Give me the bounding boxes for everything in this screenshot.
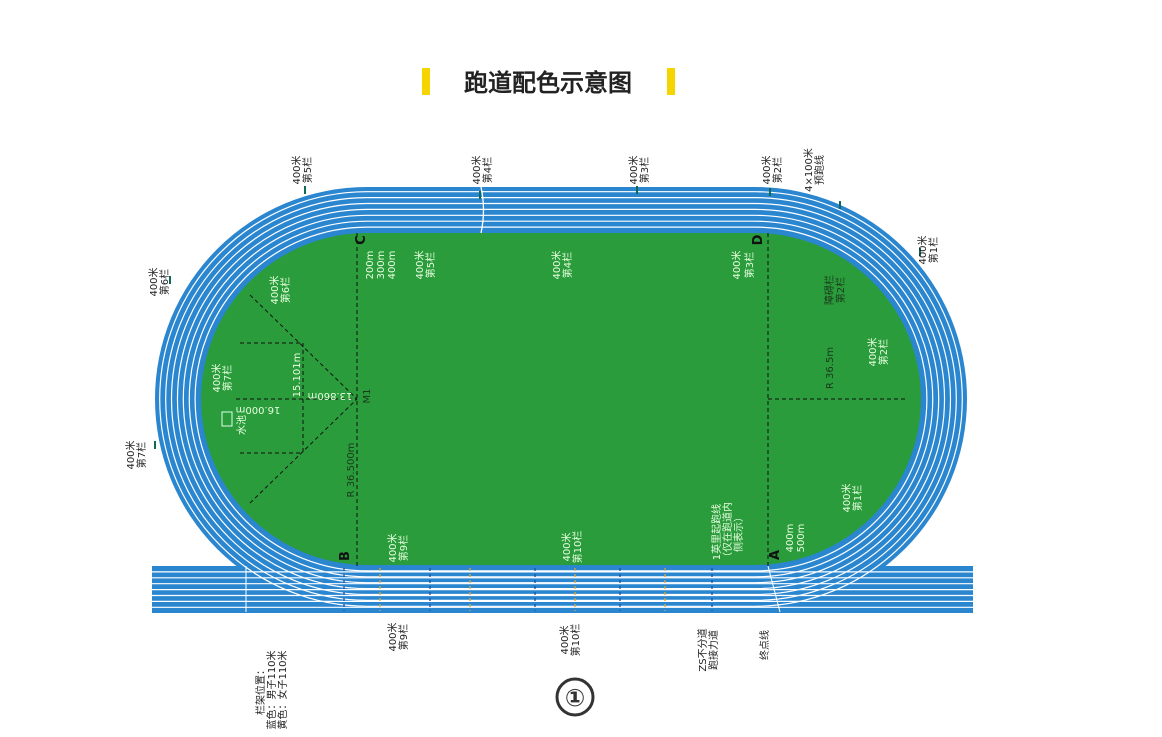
radius-label: R 36.5m	[825, 347, 836, 389]
lane-line	[170, 202, 952, 596]
distance-label: 500m	[796, 524, 807, 553]
top-label: 4×100米	[802, 148, 815, 192]
top-label: 第4栏	[481, 157, 494, 183]
figure-number-circle	[555, 677, 595, 717]
bottom-straight-lines	[152, 565, 973, 613]
field-label: 第7栏	[221, 365, 234, 391]
field-label: 400米	[210, 363, 223, 392]
top-label: 第2栏	[771, 157, 784, 183]
lane-line	[165, 197, 957, 601]
construction-lines	[236, 233, 905, 566]
title-bar-right	[667, 68, 675, 95]
dimension-label: 13.860m	[308, 390, 353, 401]
field-label: 第6栏	[279, 277, 292, 303]
field-label: 第5栏	[424, 252, 437, 278]
hurdle-legend: 栏架位置：	[254, 665, 267, 715]
top-label: 400米	[760, 155, 773, 184]
field-label: 第1栏	[851, 485, 864, 511]
lane-line	[182, 214, 940, 584]
field-label: 400米	[866, 337, 879, 366]
point-d: D	[751, 234, 766, 245]
lane-line	[159, 191, 963, 607]
bottom-label: 400米	[386, 622, 399, 651]
distance-label: 400m	[387, 251, 398, 280]
bottom-label: 400米	[558, 625, 571, 654]
pool-icon	[221, 411, 233, 427]
point-c: C	[354, 235, 369, 245]
point-a: A	[768, 550, 783, 560]
top-label: 400米	[290, 155, 303, 184]
side-label: 第7栏	[135, 442, 148, 468]
dimension-label: 15.101m	[292, 353, 303, 398]
mile-start-label: 侧表示）	[732, 512, 745, 552]
page-title: 跑道配色示意图	[464, 69, 632, 97]
bottom-label: 跑接力道	[707, 630, 720, 670]
relay-line	[480, 186, 485, 234]
track-lanes	[155, 187, 967, 611]
distance-label: 200m	[365, 251, 376, 280]
field-label: 障碍栏	[823, 275, 836, 305]
pool-label: 水池	[235, 415, 248, 435]
field-label: 400米	[730, 250, 743, 279]
mile-start-label: 1英里起跑线	[710, 504, 723, 560]
field-label: 第2栏	[877, 339, 890, 365]
top-label: 400米	[470, 155, 483, 184]
field-label: 第2栏	[834, 277, 847, 303]
side-label: 400米	[147, 267, 160, 296]
point-b: B	[338, 551, 353, 561]
side-label: 400米	[124, 440, 137, 469]
top-label: 预跑线	[813, 155, 826, 185]
lane-line	[188, 220, 934, 578]
field-label: 第4栏	[561, 252, 574, 278]
side-label: 400米	[916, 235, 929, 264]
hurdle-marks	[154, 186, 921, 611]
field-label: 第9栏	[397, 535, 410, 561]
field-label: 400米	[840, 483, 853, 512]
distance-label: 300m	[376, 251, 387, 280]
figure-number: ①	[565, 684, 585, 712]
field-label: 400米	[550, 250, 563, 279]
distance-label: 400m	[785, 524, 796, 553]
finish-line	[767, 565, 781, 613]
field-label: 第3栏	[743, 252, 756, 278]
mile-start-label: （仅在跑道内	[721, 502, 734, 562]
field-label: 400米	[560, 532, 573, 561]
field-label: 400米	[386, 533, 399, 562]
top-label: 第5栏	[301, 157, 314, 183]
bottom-label: ZS不分道	[696, 628, 709, 671]
point-m1: M1	[362, 389, 373, 404]
dimension-label: 16.000m	[236, 404, 281, 415]
field-label: 第10栏	[571, 531, 584, 564]
lane-line	[194, 226, 928, 572]
lane-line	[176, 208, 946, 590]
side-label: 第1栏	[927, 237, 940, 263]
radius-label: R 36.500m	[346, 443, 357, 498]
hurdle-legend: 黄色：女子110米	[276, 650, 289, 729]
field-label: 400米	[268, 275, 281, 304]
finish-label: 终点线	[758, 630, 771, 660]
hurdle-legend: 蓝色：男子110米	[265, 650, 278, 729]
title-bar-left	[422, 68, 430, 95]
bottom-label: 第9栏	[397, 624, 410, 650]
top-label: 400米	[627, 155, 640, 184]
infield	[201, 233, 921, 565]
side-label: 第6栏	[158, 269, 171, 295]
top-label: 第3栏	[638, 157, 651, 183]
field-label: 400米	[413, 250, 426, 279]
bottom-label: 第10栏	[569, 624, 582, 657]
